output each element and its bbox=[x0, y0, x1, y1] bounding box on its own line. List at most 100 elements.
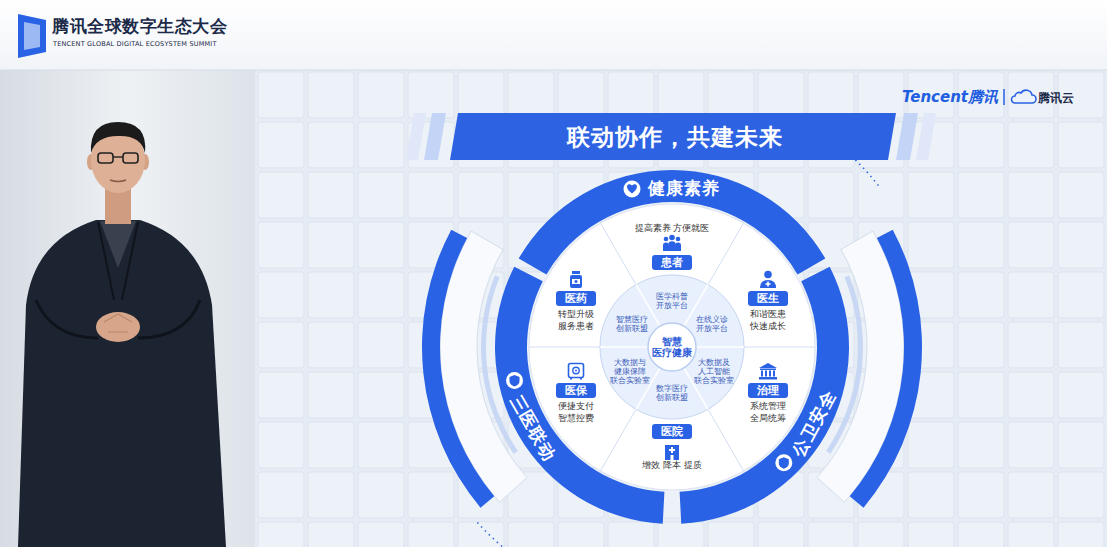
wall-tile bbox=[458, 172, 504, 218]
heart-icon bbox=[627, 184, 637, 193]
icon-part bbox=[773, 371, 775, 377]
wall-tile bbox=[1008, 272, 1054, 318]
brand-separator bbox=[1003, 89, 1005, 105]
wall-tile bbox=[358, 172, 404, 218]
icon-part bbox=[675, 243, 681, 252]
sector: 医院增效 降本 提质 bbox=[642, 421, 702, 471]
inner-label: 智慧医疗 创新联盟 bbox=[616, 315, 648, 333]
icon-part bbox=[573, 368, 579, 374]
wall-tile bbox=[308, 72, 354, 118]
inner-label: 在线义诊 开放平台 bbox=[696, 315, 728, 333]
glasses bbox=[98, 153, 113, 163]
wall-tile bbox=[558, 72, 604, 118]
wall-tile bbox=[408, 172, 454, 218]
sector-icon bbox=[662, 234, 682, 252]
banner-stripe bbox=[916, 113, 936, 160]
logo-mark bbox=[18, 14, 46, 58]
wall-tile bbox=[308, 172, 354, 218]
inner-segment: 大数据及 人工智能 联合实验室 bbox=[694, 358, 734, 385]
inner-segment: 数字医疗 创新联盟 bbox=[656, 384, 688, 402]
banner-stripe bbox=[424, 113, 446, 160]
wall-tile bbox=[908, 422, 954, 468]
sector: 治理系统管理 全局统筹 bbox=[748, 362, 788, 424]
wall-tile bbox=[1008, 472, 1054, 518]
event-subtitle: TENCENT GLOBAL DIGITAL ECOSYSTEM SUMMIT bbox=[53, 40, 217, 48]
wall-tile bbox=[1058, 422, 1104, 468]
sector-text: 系统管理 全局统筹 bbox=[749, 401, 788, 424]
wall-tile bbox=[258, 522, 304, 547]
sector-divider bbox=[601, 409, 637, 470]
wall-tile bbox=[658, 72, 704, 118]
wall-tile bbox=[908, 522, 954, 547]
wall-tile bbox=[508, 522, 554, 547]
icon-part bbox=[764, 271, 772, 279]
sector-heading: 治理 bbox=[748, 383, 788, 398]
slide-ground bbox=[0, 70, 1107, 547]
sector-divider bbox=[529, 347, 600, 348]
band-segment: 三医联动 bbox=[506, 391, 559, 463]
wall-tile bbox=[608, 72, 654, 118]
inner-ring bbox=[600, 275, 744, 419]
top-bar-edge bbox=[0, 70, 1107, 71]
inner-segment: 智慧医疗 创新联盟 bbox=[616, 315, 648, 333]
wall-tile bbox=[1008, 422, 1054, 468]
sector-text: 和谐医患 快速成长 bbox=[749, 309, 788, 332]
wall-tile bbox=[358, 522, 404, 547]
sector: 提高素养 方便就医患者 bbox=[635, 223, 710, 273]
inner-divider bbox=[600, 346, 648, 348]
wall-tile bbox=[358, 122, 404, 168]
wall-tile bbox=[308, 422, 354, 468]
wall-tile bbox=[358, 322, 404, 368]
wall-tile bbox=[858, 522, 904, 547]
wall-tile bbox=[308, 322, 354, 368]
center-label: 智慧 医疗健康 bbox=[652, 336, 693, 359]
wall-tile bbox=[258, 272, 304, 318]
wall-tile bbox=[908, 172, 954, 218]
wall-tile bbox=[808, 172, 854, 218]
wall-tile bbox=[958, 222, 1004, 268]
wall-tile bbox=[808, 522, 854, 547]
wall-tile bbox=[258, 122, 304, 168]
glasses bbox=[123, 153, 138, 163]
glasses-bridge bbox=[113, 156, 123, 157]
sector-divider bbox=[601, 223, 637, 284]
wall-tile bbox=[358, 422, 404, 468]
inner-label: 数字医疗 创新联盟 bbox=[656, 384, 688, 402]
wall-tile bbox=[308, 372, 354, 418]
sector-icon bbox=[662, 442, 682, 460]
wall-tile bbox=[408, 72, 454, 118]
icon-part bbox=[572, 279, 580, 284]
band-label: 三医联动 bbox=[506, 391, 559, 463]
wall-tile bbox=[1058, 272, 1104, 318]
wall-tile bbox=[458, 522, 504, 547]
wall-tile bbox=[708, 522, 754, 547]
wall-tile bbox=[1058, 472, 1104, 518]
wall-tile bbox=[408, 472, 454, 518]
sector: 医药转型升级 服务患者 bbox=[556, 270, 596, 332]
band-label: 公卫安全 bbox=[788, 386, 839, 459]
icon-part bbox=[663, 243, 669, 252]
icon-part bbox=[575, 280, 577, 283]
icon-part bbox=[665, 445, 679, 460]
wall-tile bbox=[508, 172, 554, 218]
wall-tile bbox=[258, 422, 304, 468]
wheel bbox=[422, 170, 922, 524]
icon-part bbox=[572, 271, 580, 274]
presenter bbox=[18, 122, 226, 547]
mouth bbox=[110, 180, 126, 182]
wall-tile bbox=[358, 472, 404, 518]
wall-tile bbox=[258, 322, 304, 368]
band-label: 健康素养 bbox=[648, 178, 720, 198]
wall-tile bbox=[958, 172, 1004, 218]
wall-tile bbox=[508, 72, 554, 118]
sector-text: 提高素养 方便就医 bbox=[635, 223, 710, 234]
top-bar bbox=[0, 0, 1107, 70]
hands bbox=[96, 312, 140, 342]
lapel bbox=[98, 222, 138, 300]
icon-part bbox=[570, 275, 582, 288]
band-badge bbox=[624, 181, 641, 198]
wall-tile bbox=[1058, 222, 1104, 268]
icon-part bbox=[759, 363, 777, 368]
